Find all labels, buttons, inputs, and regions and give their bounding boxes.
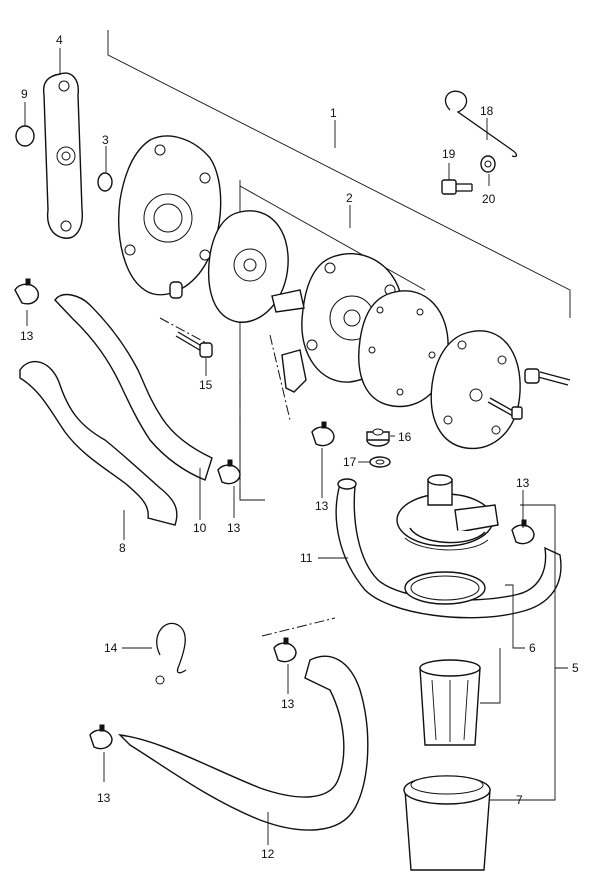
nut-16 — [366, 428, 390, 447]
callout-1: 1 — [330, 106, 337, 120]
o-ring-9 — [15, 125, 35, 147]
clamp-13-a — [14, 278, 39, 305]
callout-13-a: 13 — [20, 329, 34, 343]
callout-13-d: 13 — [516, 476, 530, 490]
hose-clip-14 — [155, 622, 187, 685]
callout-5: 5 — [572, 661, 579, 675]
diaphragm-part — [207, 210, 289, 323]
callout-11: 11 — [300, 551, 313, 565]
callout-7: 7 — [516, 793, 523, 807]
callout-8: 8 — [119, 541, 126, 555]
clamp-13-e — [273, 637, 297, 663]
callout-16: 16 — [398, 430, 412, 444]
screw-right-upper — [524, 368, 571, 386]
callout-10: 10 — [193, 521, 207, 535]
screw-15 — [175, 331, 213, 358]
callout-6: 6 — [529, 641, 536, 655]
screw-right-lower — [487, 397, 523, 420]
callout-13-b: 13 — [227, 521, 241, 535]
callout-15: 15 — [199, 378, 213, 392]
callout-13-e: 13 — [281, 697, 295, 711]
leader-lines — [24, 48, 568, 845]
callout-18: 18 — [480, 104, 494, 118]
hose-8 — [19, 360, 178, 526]
hose-10 — [54, 293, 213, 481]
filter-element-part — [419, 659, 481, 746]
callout-17: 17 — [343, 455, 357, 469]
callout-12: 12 — [261, 847, 275, 861]
callout-20: 20 — [482, 192, 496, 206]
o-ring-3 — [97, 172, 113, 192]
clip-18 — [444, 90, 518, 158]
bolt-19 — [441, 179, 473, 195]
callout-19: 19 — [442, 147, 456, 161]
callout-2: 2 — [346, 191, 353, 205]
pump-housing-part — [118, 135, 222, 299]
washer-17 — [369, 456, 391, 468]
clamp-13-d — [511, 519, 535, 545]
clamp-13-c — [311, 421, 335, 447]
gasket-part — [358, 290, 449, 408]
callout-13-f: 13 — [97, 791, 111, 805]
hose-11 — [335, 483, 562, 619]
washer-20 — [480, 155, 496, 173]
filter-cup-part — [403, 775, 491, 871]
callout-13-c: 13 — [315, 499, 329, 513]
cover-plate-part — [42, 72, 83, 239]
clamp-13-f — [89, 724, 113, 750]
callout-3: 3 — [102, 133, 109, 147]
callout-labels: 1 2 3 4 5 6 7 8 9 10 11 12 13 13 13 13 1… — [20, 33, 579, 861]
callout-14: 14 — [104, 641, 118, 655]
callout-4: 4 — [56, 33, 63, 47]
outer-cover-part — [430, 330, 521, 450]
callout-9: 9 — [21, 87, 28, 101]
hose-12 — [118, 655, 369, 831]
clamp-13-b — [217, 459, 241, 485]
filter-head-part — [396, 474, 499, 551]
